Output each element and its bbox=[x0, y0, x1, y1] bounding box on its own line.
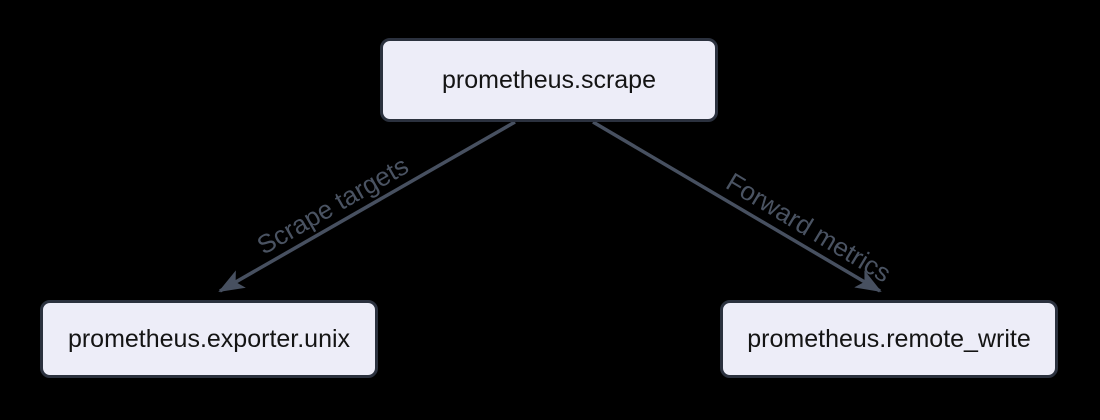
node-prometheus-scrape: prometheus.scrape bbox=[380, 38, 718, 122]
edge-scrape-to-remote-write bbox=[592, 120, 882, 293]
node-prometheus-exporter-unix-label: prometheus.exporter.unix bbox=[67, 324, 351, 353]
node-prometheus-remote-write-label: prometheus.remote_write bbox=[747, 324, 1031, 353]
node-prometheus-exporter-unix: prometheus.exporter.unix bbox=[40, 300, 378, 378]
node-prometheus-remote-write: prometheus.remote_write bbox=[720, 300, 1058, 378]
edge-label-scrape-targets: Scrape targets bbox=[252, 150, 414, 260]
edge-scrape-to-exporter bbox=[218, 120, 516, 293]
node-prometheus-scrape-label: prometheus.scrape bbox=[441, 65, 656, 94]
edge-label-forward-metrics: Forward metrics bbox=[721, 167, 896, 289]
